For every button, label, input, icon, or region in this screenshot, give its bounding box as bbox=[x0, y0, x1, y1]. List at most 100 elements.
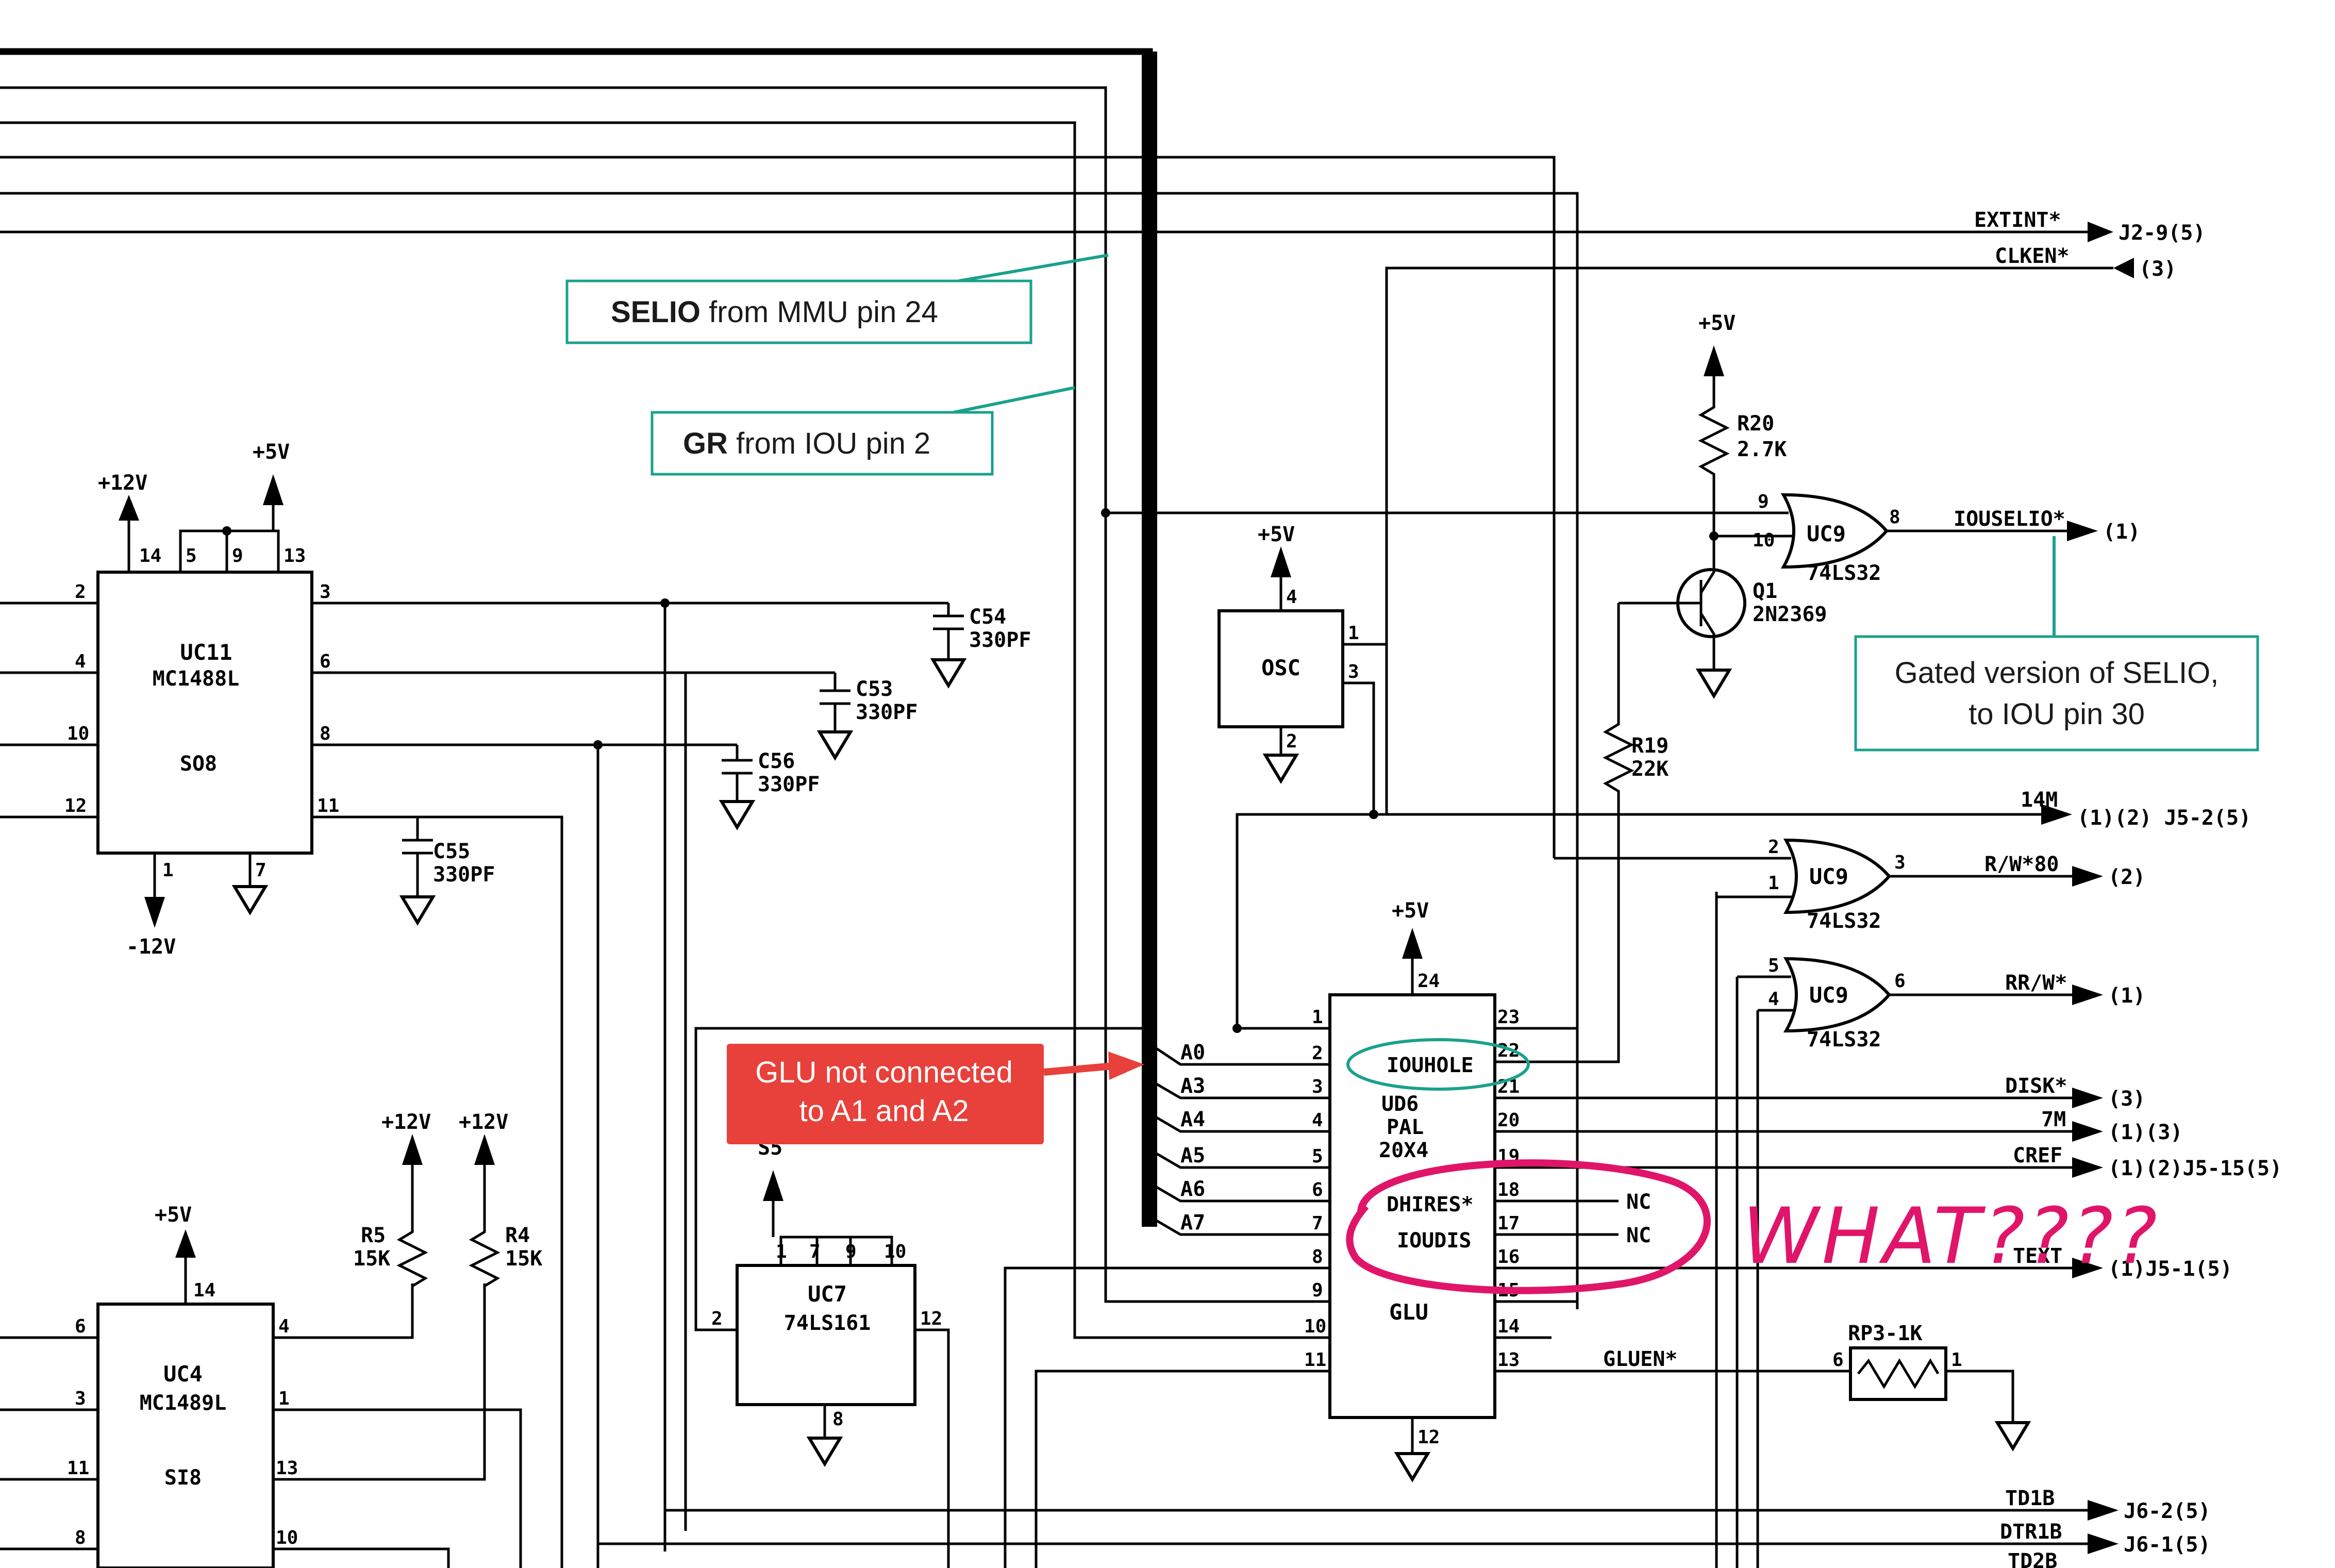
svg-text:4: 4 bbox=[75, 651, 86, 672]
svg-text:MC1488L: MC1488L bbox=[153, 667, 240, 691]
svg-text:11: 11 bbox=[317, 795, 339, 816]
capacitor-c55: C55 330PF bbox=[399, 839, 495, 926]
svg-text:2: 2 bbox=[1312, 1043, 1323, 1064]
svg-text:(2): (2) bbox=[2108, 865, 2145, 889]
svg-text:7: 7 bbox=[1312, 1213, 1323, 1234]
svg-text:+5V: +5V bbox=[253, 440, 290, 464]
svg-text:74LS32: 74LS32 bbox=[1807, 909, 1881, 933]
svg-text:+5V: +5V bbox=[155, 1203, 192, 1227]
svg-text:7: 7 bbox=[809, 1241, 821, 1262]
what-annotation: WHAT???? bbox=[1346, 1159, 2157, 1294]
svg-text:2N2369: 2N2369 bbox=[1753, 603, 1827, 626]
capacitor-c56: C56 330PF bbox=[719, 745, 820, 830]
svg-text:UC9: UC9 bbox=[1809, 982, 1848, 1008]
clken-signal: CLKEN* (3) bbox=[1385, 244, 2176, 814]
svg-text:EXTINT*: EXTINT* bbox=[1974, 208, 2061, 232]
svg-text:10: 10 bbox=[276, 1527, 298, 1548]
svg-text:1: 1 bbox=[776, 1241, 787, 1262]
svg-text:8: 8 bbox=[75, 1527, 86, 1548]
selio-wire bbox=[1101, 508, 1747, 518]
svg-text:TD2B: TD2B bbox=[2008, 1549, 2057, 1568]
svg-text:R20: R20 bbox=[1737, 412, 1774, 436]
gate-uc9-top: 9 10 8 UC9 74LS32 IOUSELIO* (1) bbox=[1714, 491, 2140, 585]
svg-text:GLUEN*: GLUEN* bbox=[1603, 1347, 1678, 1371]
svg-text:330PF: 330PF bbox=[433, 863, 495, 887]
svg-text:(1): (1) bbox=[2108, 984, 2145, 1008]
ud6-left-pins: 1 A0 2 A3 3 A4 4 A5 5 A6 6 A7 7 8 9 10 1… bbox=[1004, 1007, 1330, 1568]
svg-text:22K: 22K bbox=[1631, 757, 1669, 781]
svg-text:A5: A5 bbox=[1180, 1144, 1205, 1167]
svg-text:11: 11 bbox=[67, 1458, 89, 1479]
svg-text:1: 1 bbox=[1348, 623, 1359, 644]
svg-text:C54: C54 bbox=[969, 605, 1006, 629]
svg-text:10: 10 bbox=[1753, 530, 1775, 551]
svg-text:18: 18 bbox=[1497, 1179, 1520, 1200]
svg-text:CLKEN*: CLKEN* bbox=[1995, 244, 2070, 268]
svg-text:13: 13 bbox=[283, 545, 306, 566]
svg-text:DTR1B: DTR1B bbox=[2000, 1520, 2062, 1544]
svg-text:+12V: +12V bbox=[381, 1110, 431, 1134]
svg-text:8: 8 bbox=[1889, 507, 1900, 528]
svg-text:R/W*80: R/W*80 bbox=[1984, 853, 2059, 876]
resistor-rp3: RP3-1K 6 1 bbox=[1832, 1322, 2031, 1452]
svg-text:(1)J5-1(5): (1)J5-1(5) bbox=[2108, 1257, 2232, 1281]
svg-text:9: 9 bbox=[845, 1241, 857, 1262]
svg-text:IOUHOLE: IOUHOLE bbox=[1387, 1054, 1474, 1077]
svg-text:8: 8 bbox=[320, 723, 331, 744]
svg-text:330PF: 330PF bbox=[969, 628, 1031, 652]
svg-text:11: 11 bbox=[1304, 1349, 1326, 1371]
svg-text:3: 3 bbox=[1894, 852, 1906, 873]
svg-text:4: 4 bbox=[1312, 1110, 1323, 1131]
svg-text:R4: R4 bbox=[505, 1224, 530, 1247]
svg-text:74LS161: 74LS161 bbox=[784, 1311, 871, 1335]
svg-text:13: 13 bbox=[276, 1458, 298, 1479]
chip-uc4: UC4 MC1489L SI8 6 3 11 8 4 1 13 10 14 +5… bbox=[0, 1203, 522, 1568]
svg-text:OSC: OSC bbox=[1261, 655, 1300, 680]
svg-text:SI8: SI8 bbox=[164, 1466, 202, 1490]
svg-text:J6-1(5): J6-1(5) bbox=[2124, 1533, 2211, 1557]
extint-signal: EXTINT* J2-9(5) bbox=[1974, 208, 2206, 245]
svg-text:IOUDIS: IOUDIS bbox=[1397, 1229, 1472, 1253]
top-bus-wires bbox=[0, 48, 2111, 1309]
svg-text:1: 1 bbox=[1768, 873, 1779, 894]
svg-text:GLU: GLU bbox=[1389, 1299, 1428, 1325]
svg-text:20: 20 bbox=[1497, 1110, 1520, 1131]
svg-text:7: 7 bbox=[255, 860, 266, 881]
svg-text:(3): (3) bbox=[2139, 257, 2176, 281]
svg-text:10: 10 bbox=[1304, 1316, 1326, 1337]
svg-text:SELIO from MMU pin 24: SELIO from MMU pin 24 bbox=[611, 295, 938, 329]
resistor-r5: +12V R5 15K bbox=[353, 1110, 431, 1288]
capacitor-c54: C54 330PF bbox=[930, 603, 1031, 689]
svg-text:8: 8 bbox=[1312, 1246, 1323, 1267]
svg-text:C56: C56 bbox=[758, 749, 795, 773]
gate-uc9-low: 5 4 6 UC9 74LS32 RR/W* (1) bbox=[1736, 955, 2145, 1568]
iouhole-highlight bbox=[1346, 1038, 1530, 1091]
chip-osc: OSC +5V 4 2 1 3 14M (1)(2) J5-2(5) bbox=[1217, 523, 2251, 1031]
svg-text:16: 16 bbox=[1497, 1246, 1520, 1267]
svg-text:10: 10 bbox=[67, 723, 89, 744]
svg-text:74LS32: 74LS32 bbox=[1807, 1028, 1881, 1052]
svg-text:3: 3 bbox=[320, 581, 331, 603]
svg-text:330PF: 330PF bbox=[856, 700, 918, 724]
svg-text:Q1: Q1 bbox=[1753, 579, 1777, 603]
callout-gr: GR from IOU pin 2 bbox=[651, 386, 1075, 476]
svg-text:DHIRES*: DHIRES* bbox=[1387, 1193, 1474, 1216]
svg-text:9: 9 bbox=[1312, 1280, 1323, 1301]
svg-text:+5V: +5V bbox=[1698, 311, 1736, 335]
svg-text:3: 3 bbox=[1312, 1076, 1323, 1097]
svg-text:UC9: UC9 bbox=[1807, 521, 1846, 546]
svg-text:330PF: 330PF bbox=[758, 773, 820, 796]
svg-text:J2-9(5): J2-9(5) bbox=[2119, 221, 2206, 245]
svg-text:C53: C53 bbox=[856, 677, 893, 701]
svg-text:8: 8 bbox=[832, 1409, 844, 1430]
svg-text:1: 1 bbox=[1312, 1007, 1323, 1028]
svg-text:NC: NC bbox=[1626, 1190, 1651, 1214]
svg-text:24: 24 bbox=[1417, 971, 1440, 992]
svg-text:1: 1 bbox=[162, 860, 174, 881]
svg-text:14: 14 bbox=[1497, 1316, 1520, 1337]
svg-text:+12V: +12V bbox=[98, 471, 147, 495]
svg-text:PAL: PAL bbox=[1387, 1115, 1424, 1139]
svg-text:(1)(2) J5-2(5): (1)(2) J5-2(5) bbox=[2077, 806, 2251, 830]
svg-text:12: 12 bbox=[1417, 1427, 1440, 1448]
